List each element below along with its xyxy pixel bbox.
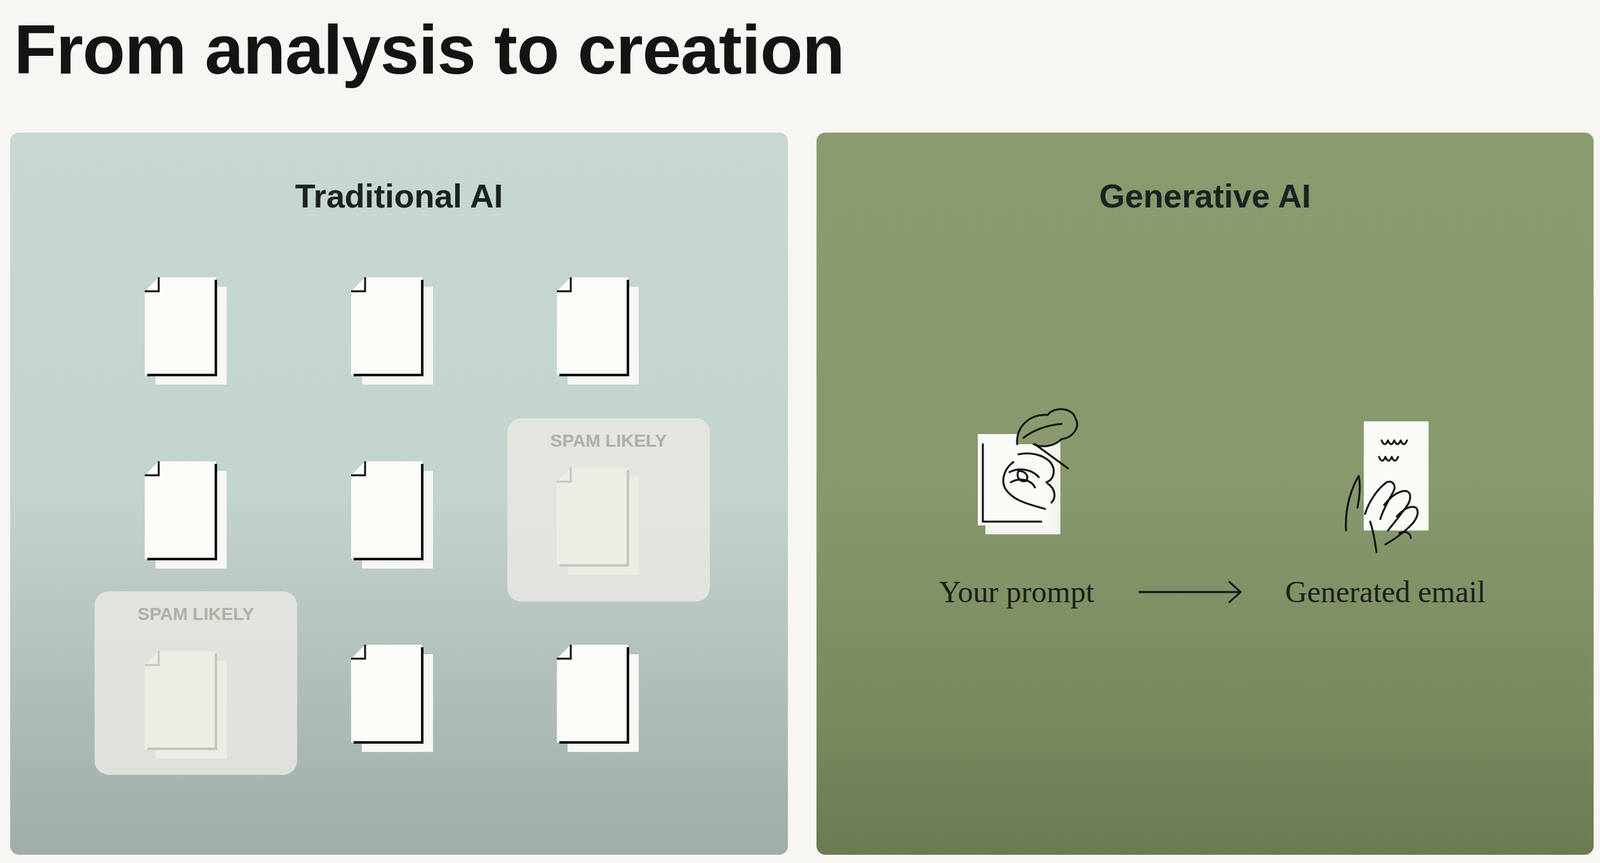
document-icon — [351, 645, 434, 753]
document-icon — [144, 277, 227, 385]
document-edge — [147, 464, 216, 560]
arrow-shaft — [1138, 591, 1241, 594]
document-icon — [556, 467, 639, 576]
document-fold — [351, 645, 366, 660]
document-fold — [144, 651, 159, 666]
panel: Generative AI Your prompt Generated email — [816, 132, 1594, 856]
spam-label: SPAM LIKELY — [94, 604, 298, 625]
document-fold — [351, 277, 366, 292]
icon-space — [939, 409, 1095, 531]
document-back-sheet — [567, 286, 639, 385]
document-edge — [353, 464, 423, 560]
document-icon — [556, 277, 639, 385]
flow-arrow — [1138, 582, 1241, 603]
panel-heading: Traditional AI — [10, 177, 788, 216]
document-icon — [144, 461, 227, 569]
document-sheet — [144, 461, 216, 560]
document-sheet — [144, 651, 216, 750]
icon-space — [1285, 409, 1486, 531]
icon-caption: Your prompt — [939, 574, 1095, 611]
document-sheet — [556, 645, 628, 743]
document-fold — [144, 277, 159, 292]
document-back-sheet — [361, 286, 434, 385]
document-back-sheet — [361, 654, 434, 753]
icon-node: Generated email — [1285, 409, 1486, 611]
document-icon — [144, 651, 227, 759]
document-edge — [353, 280, 423, 376]
page-title: From analysis to creation — [13, 8, 845, 90]
document-edge — [353, 647, 423, 743]
document-edge — [147, 653, 216, 750]
prompt-icon — [977, 409, 1078, 535]
document-back-sheet — [155, 471, 227, 569]
document-back-sheet — [155, 286, 227, 385]
icon-node: Your prompt — [939, 409, 1095, 611]
email-icon — [1346, 421, 1429, 553]
document-edge — [559, 470, 628, 566]
document-fold — [556, 645, 571, 660]
icon-caption: Generated email — [1285, 574, 1486, 611]
document-back-sheet — [361, 471, 434, 569]
panel: Traditional AI SPAM LIKELY SPAM LIKELY — [10, 132, 788, 856]
spam-flag-box: SPAM LIKELY — [507, 418, 710, 602]
document-icon — [351, 461, 434, 569]
spam-label: SPAM LIKELY — [507, 431, 710, 452]
document-grid — [144, 277, 639, 759]
document-edge — [559, 280, 628, 376]
document-edge — [147, 280, 216, 376]
document-sheet — [351, 645, 423, 743]
document-fold — [556, 467, 571, 482]
panel-heading: Generative AI — [816, 177, 1594, 216]
document-sheet — [351, 461, 423, 560]
document-back-sheet — [567, 477, 639, 576]
document-icon — [351, 277, 434, 385]
document-edge — [559, 647, 628, 743]
document-fold — [556, 277, 571, 292]
document-sheet — [556, 467, 628, 566]
document-sheet — [556, 277, 628, 376]
arrow-head — [1229, 582, 1241, 603]
document-back-sheet — [155, 660, 227, 759]
document-back-sheet — [567, 654, 639, 753]
document-fold — [351, 461, 366, 476]
document-sheet — [351, 277, 423, 376]
spam-flag-box: SPAM LIKELY — [94, 591, 298, 776]
document-sheet — [144, 277, 216, 376]
document-fold — [144, 461, 159, 476]
document-icon — [556, 645, 639, 753]
